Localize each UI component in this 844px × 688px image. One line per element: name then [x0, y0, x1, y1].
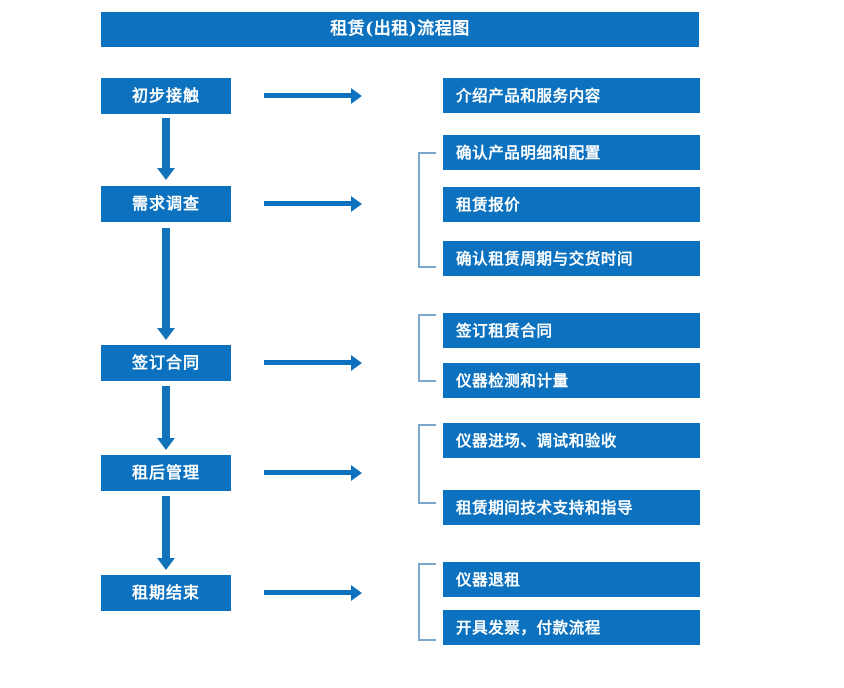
vertical-arrow-2-shaft: [162, 228, 170, 328]
vertical-arrow-4: [157, 496, 175, 570]
horizontal-arrow-2: [264, 196, 362, 212]
vertical-arrow-3-shaft: [162, 386, 170, 438]
diagram-title-banner: 租赁(出租)流程图: [101, 12, 699, 47]
vertical-arrow-1-shaft: [162, 118, 170, 168]
vertical-arrow-4-shaft: [162, 496, 170, 558]
group-bracket-2: [418, 152, 436, 268]
horizontal-arrow-4-shaft: [264, 470, 352, 475]
detail-box-9[interactable]: 仪器退租: [443, 562, 700, 597]
horizontal-arrow-5-head: [351, 585, 362, 601]
detail-box-5[interactable]: 签订租赁合同: [443, 313, 700, 348]
detail-box-6[interactable]: 仪器检测和计量: [443, 363, 700, 398]
stage-box-3[interactable]: 签订合同: [101, 345, 231, 381]
stage-box-1[interactable]: 初步接触: [101, 78, 231, 114]
horizontal-arrow-1: [264, 88, 362, 104]
horizontal-arrow-1-shaft: [264, 93, 352, 98]
vertical-arrow-4-head: [157, 558, 175, 570]
stage-box-2[interactable]: 需求调查: [101, 186, 231, 222]
vertical-arrow-2-head: [157, 328, 175, 340]
horizontal-arrow-2-shaft: [264, 201, 352, 206]
vertical-arrow-3-head: [157, 438, 175, 450]
detail-box-8[interactable]: 租赁期间技术支持和指导: [443, 490, 700, 525]
vertical-arrow-3: [157, 386, 175, 450]
group-bracket-5: [418, 563, 436, 641]
horizontal-arrow-5: [264, 585, 362, 601]
stage-box-4[interactable]: 租后管理: [101, 455, 231, 491]
vertical-arrow-1: [157, 118, 175, 180]
horizontal-arrow-3-shaft: [264, 360, 352, 365]
horizontal-arrow-3-head: [351, 355, 362, 371]
vertical-arrow-2: [157, 228, 175, 340]
group-bracket-3: [418, 314, 436, 382]
horizontal-arrow-4-head: [351, 465, 362, 481]
horizontal-arrow-2-head: [351, 196, 362, 212]
horizontal-arrow-4: [264, 465, 362, 481]
horizontal-arrow-5-shaft: [264, 590, 352, 595]
detail-box-7[interactable]: 仪器进场、调试和验收: [443, 423, 700, 458]
stage-box-5[interactable]: 租期结束: [101, 575, 231, 611]
detail-box-4[interactable]: 确认租赁周期与交货时间: [443, 241, 700, 276]
detail-box-10[interactable]: 开具发票，付款流程: [443, 610, 700, 645]
horizontal-arrow-3: [264, 355, 362, 371]
group-bracket-4: [418, 424, 436, 504]
detail-box-3[interactable]: 租赁报价: [443, 187, 700, 222]
detail-box-1[interactable]: 介绍产品和服务内容: [443, 78, 700, 113]
vertical-arrow-1-head: [157, 168, 175, 180]
detail-box-2[interactable]: 确认产品明细和配置: [443, 135, 700, 170]
horizontal-arrow-1-head: [351, 88, 362, 104]
